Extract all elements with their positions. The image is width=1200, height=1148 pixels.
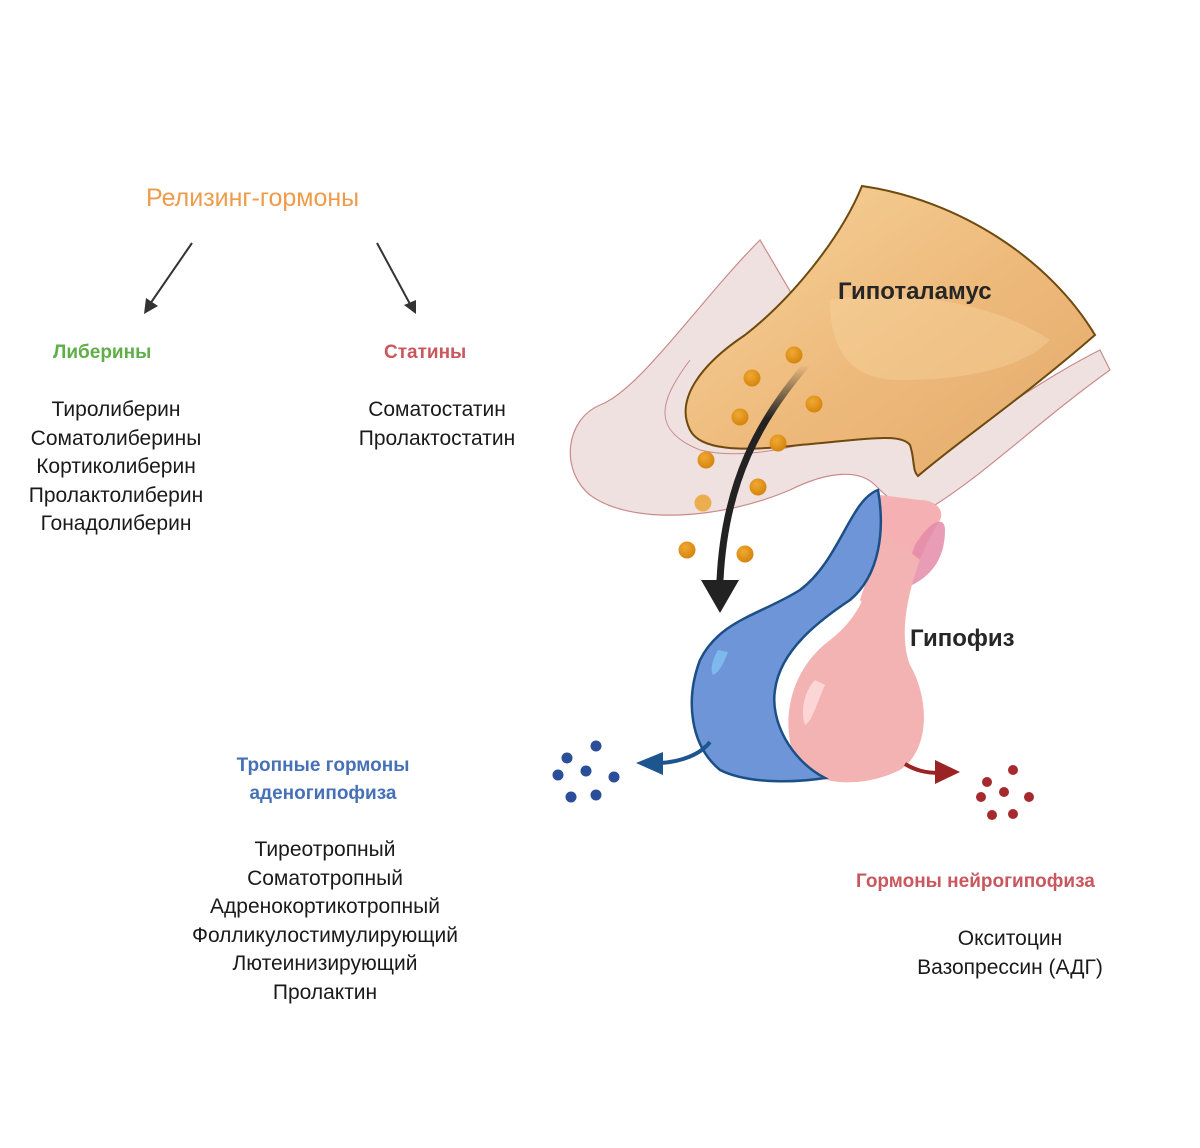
list-item: Тиролиберин — [51, 398, 181, 421]
statins-heading: Статины — [384, 342, 467, 363]
list-item: Пролактолиберин — [28, 483, 204, 507]
neurohypophysis — [788, 520, 924, 783]
neuro-highlight — [803, 680, 825, 725]
list-item: Лютеинизирующий — [232, 952, 418, 975]
adenohypophysis — [690, 488, 883, 783]
neuro-hormone-release — [903, 760, 1034, 820]
orange-dot-icon — [805, 395, 823, 413]
adenohypophysis-list: Тиреотропный Соматотропный Адренокортико… — [140, 836, 510, 1007]
liberins-heading: Либерины — [53, 342, 152, 363]
branch-arrows — [144, 242, 416, 314]
list-item: Фолликулостимулирующий — [191, 923, 459, 947]
orange-dot-icon — [694, 494, 712, 512]
list-item: Пролактин — [272, 980, 378, 1004]
list-item: Соматотропный — [247, 866, 403, 890]
adenohypophysis-heading: Тропные гормоны аденогипофиза — [190, 752, 456, 808]
list-item: Вазопрессин (АДГ) — [917, 955, 1103, 979]
releasing-hormones-title: Релизинг-гормоны — [146, 184, 360, 212]
list-item: Тиреотропный — [254, 838, 396, 861]
red-dot-icon — [976, 765, 1034, 820]
pituitary-label: Гипофиз — [910, 625, 1015, 652]
statins-list: Соматостатин Пролактостатин — [330, 396, 544, 453]
list-item: Кортиколиберин — [36, 455, 196, 478]
hypothalamus-label: Гипоталамус — [838, 278, 992, 305]
orange-dot-icon — [697, 451, 715, 469]
adeno-highlight — [711, 650, 728, 675]
arrow-head-left — [144, 298, 158, 314]
tropic-hormone-release — [552, 740, 712, 803]
orange-dot-icon — [749, 478, 767, 496]
list-item: Адренокортикотропный — [210, 895, 440, 918]
orange-dot-icon — [678, 541, 696, 559]
blue-dot-icon — [552, 740, 620, 803]
portal-flow-arrow — [701, 361, 810, 613]
neurohypophysis-heading: Гормоны нейрогипофиза — [856, 871, 1095, 892]
releasing-hormone-granules — [678, 346, 823, 563]
orange-dot-icon — [731, 408, 749, 426]
heading-line: аденогипофиза — [249, 783, 397, 804]
hypothalamus-highlight — [830, 296, 1050, 380]
orange-dot-icon — [736, 545, 754, 563]
neurohypophysis-list: Окситоцин Вазопрессин (АДГ) — [870, 925, 1150, 982]
orange-dot-icon — [769, 434, 787, 452]
list-item: Соматолиберины — [30, 426, 202, 450]
list-item: Гонадолиберин — [40, 512, 192, 535]
list-item: Окситоцин — [957, 927, 1063, 950]
list-item: Пролактостатин — [358, 426, 516, 450]
heading-line: Тропные гормоны — [236, 755, 410, 776]
list-item: Соматостатин — [368, 398, 506, 421]
arrow-head-right — [404, 300, 416, 314]
hypothalamus-shape — [684, 184, 1097, 478]
orange-dot-icon — [743, 369, 761, 387]
orange-dot-icon — [785, 346, 803, 364]
liberins-list: Тиролиберин Соматолиберины Кортиколибери… — [0, 396, 232, 539]
